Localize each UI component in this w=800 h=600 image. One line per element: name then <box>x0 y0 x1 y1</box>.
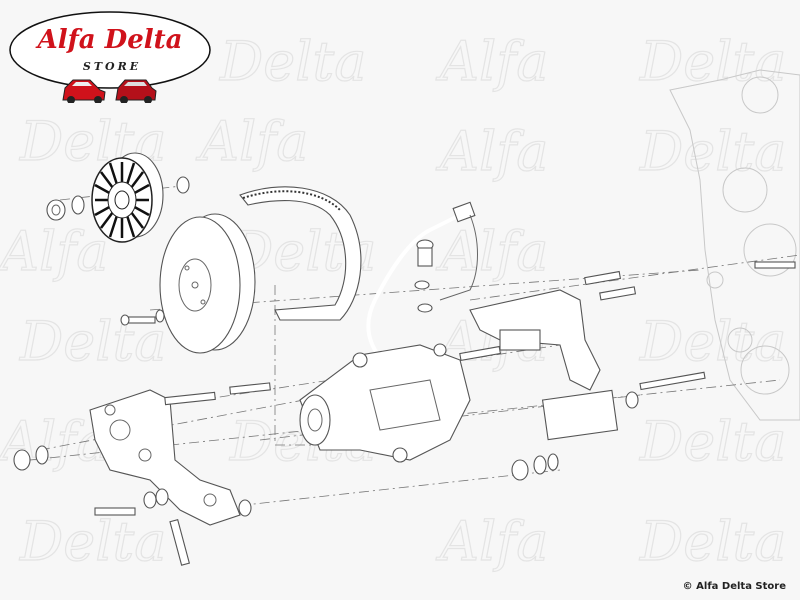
copyright-notice: © Alfa Delta Store <box>682 581 786 592</box>
svg-text:Delta: Delta <box>639 30 786 93</box>
alternator-bracket <box>89 389 241 526</box>
svg-text:Alfa: Alfa <box>435 30 548 93</box>
engine-block <box>669 69 800 421</box>
logo-title: Alfa Delta <box>35 25 183 55</box>
car-icon <box>62 79 106 104</box>
svg-text:Delta: Delta <box>639 310 786 373</box>
water-pump <box>299 343 471 463</box>
svg-text:Delta: Delta <box>639 510 786 573</box>
car-icon <box>115 79 157 104</box>
banjo-fitting <box>414 239 434 313</box>
svg-text:Alfa: Alfa <box>0 220 108 283</box>
svg-text:Alfa: Alfa <box>435 120 548 183</box>
nut-and-washer <box>46 176 190 221</box>
idler-pulley <box>91 152 164 243</box>
svg-text:Delta: Delta <box>19 510 166 573</box>
drive-belt <box>239 186 362 321</box>
pulley-bolt <box>120 309 165 326</box>
bolts <box>94 261 796 566</box>
alfa-delta-store-logo[interactable]: Alfa Delta STORE <box>8 8 212 104</box>
svg-text:Alfa: Alfa <box>435 510 548 573</box>
nuts-and-washers <box>13 391 639 517</box>
svg-text:Alfa: Alfa <box>195 110 308 173</box>
water-pump-pulley <box>159 213 256 354</box>
svg-text:Alfa: Alfa <box>435 220 548 283</box>
svg-text:Delta: Delta <box>219 30 366 93</box>
upper-bracket <box>469 289 619 441</box>
svg-text:Delta: Delta <box>639 120 786 183</box>
logo-subtitle: STORE <box>83 60 141 73</box>
